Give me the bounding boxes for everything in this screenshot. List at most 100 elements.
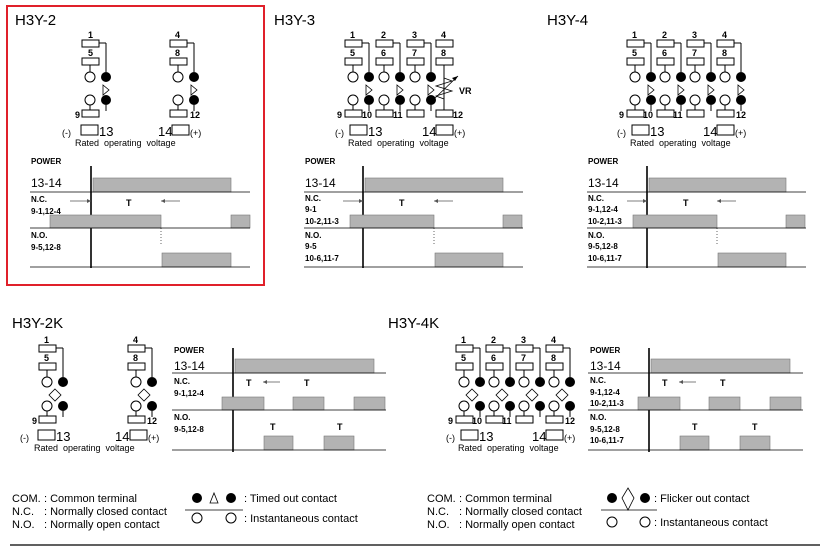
pin-label: 9: [448, 416, 453, 426]
model-h3y2k: H3Y-2K 1 5 9 4 8 12 (-) 13: [12, 315, 386, 453]
vr-label: VR: [459, 86, 472, 96]
wiring-block: 1 5 9 2 6 1: [335, 30, 472, 148]
model-h3y4k: H3Y-4K 1 5 9 2 6: [388, 315, 803, 453]
model-h3y4: H3Y-4 1 5 9 2 6: [547, 12, 806, 268]
model-title: H3Y-3: [274, 12, 315, 29]
no-label: N.O.: [588, 231, 604, 240]
power-row-label: 13-14: [590, 359, 621, 373]
terminal-minus: (-): [617, 128, 626, 138]
timer-t-label: T: [399, 198, 405, 208]
nc-label: N.C.: [305, 194, 321, 203]
pin-label: 11: [502, 416, 512, 426]
no-pins: 10-6,11-7: [305, 254, 339, 263]
terminal-14: 14: [703, 124, 717, 139]
terminal-plus: (+): [454, 128, 465, 138]
no-pins: 10-6,11-7: [588, 254, 622, 263]
terminal-13: 13: [56, 429, 70, 444]
nc-pins: 9-1,12-4: [31, 207, 61, 216]
power-row-label: 13-14: [305, 176, 336, 190]
pin-label: 5: [632, 48, 637, 58]
no-label: N.O.: [590, 413, 606, 422]
terminal-box: [169, 109, 188, 118]
timer-t-label: T: [337, 422, 343, 432]
power-label: POWER: [174, 346, 204, 355]
pin-label: 5: [350, 48, 355, 58]
pin-label: 2: [662, 30, 667, 40]
legend-value: : Normally closed contact: [44, 506, 167, 518]
timing-chart: POWER 13-14 N.C. 9-1,12-4 10-2,11-3 N.O.…: [587, 157, 806, 268]
nc-pins: 10-2,11-3: [590, 399, 624, 408]
model-title: H3Y-2K: [12, 315, 63, 332]
power-on-bar: [650, 358, 791, 374]
model-title: H3Y-4K: [388, 315, 439, 332]
legend-value: : Normally open contact: [459, 519, 575, 531]
pin-label: 9: [75, 110, 80, 120]
model-title: H3Y-4: [547, 12, 588, 29]
terminal-box: [80, 124, 99, 136]
no-label: N.O.: [174, 413, 190, 422]
pin-label: 7: [521, 353, 526, 363]
pin-label: 6: [662, 48, 667, 58]
legend-key: N.O.: [12, 519, 35, 531]
nc-pins: 10-2,11-3: [588, 217, 622, 226]
no-label: N.O.: [305, 231, 321, 240]
nc-on-bar: [349, 214, 435, 229]
power-label: POWER: [588, 157, 618, 166]
voltage-label: Rated operating voltage: [458, 443, 559, 453]
terminal-box: [81, 109, 100, 118]
pin-label: 12: [736, 110, 746, 120]
pin-label: 12: [147, 416, 157, 426]
power-row-label: 13-14: [588, 176, 619, 190]
pin-label: 2: [381, 30, 386, 40]
no-pins: 9-5,12-8: [31, 243, 61, 252]
wiring-block: 1 5 9 4 8 12 (-) 13 14: [20, 335, 159, 453]
pin-label: 1: [88, 30, 93, 40]
pin-label: 1: [44, 335, 49, 345]
timing-chart: POWER 13-14 N.C. 9-1,12-4 N.O. 9-5,12-8 …: [172, 346, 386, 452]
pin-label: 10: [472, 416, 482, 426]
no-on-bar: [739, 435, 771, 451]
pin-label: 8: [441, 48, 446, 58]
power-label: POWER: [31, 157, 61, 166]
nc-pins: 9-1: [305, 205, 317, 214]
timer-t-label: T: [720, 378, 726, 388]
pin-label: 8: [722, 48, 727, 58]
voltage-label: Rated operating voltage: [348, 138, 449, 148]
instantaneous-contact-icon: [191, 512, 203, 524]
power-row-label: 13-14: [31, 176, 62, 190]
nc-label: N.C.: [174, 377, 190, 386]
timing-chart: POWER 13-14 N.C. 9-1 10-2,11-3 N.O. 9-5 …: [304, 157, 523, 268]
legend-key: N.C.: [427, 506, 449, 518]
no-on-bar: [263, 435, 294, 451]
pin-label: 9: [32, 416, 37, 426]
legend-value: : Normally closed contact: [459, 506, 582, 518]
no-on-bar: [161, 252, 232, 268]
timer-t-label: T: [683, 198, 689, 208]
pin-label: 4: [722, 30, 727, 40]
pin-label: 6: [381, 48, 386, 58]
terminal-13: 13: [99, 124, 113, 139]
terminal-minus: (-): [62, 128, 71, 138]
terminal-minus: (-): [20, 433, 29, 443]
voltage-label: Rated operating voltage: [75, 138, 176, 148]
power-label: POWER: [590, 346, 620, 355]
no-on-bar: [323, 435, 355, 451]
nc-label: N.C.: [590, 376, 606, 385]
pin-label: 12: [565, 416, 575, 426]
pin-label: 4: [175, 30, 180, 40]
pin-label: 9: [337, 110, 342, 120]
nc-pins: 9-1,12-4: [588, 205, 618, 214]
timer-t-label: T: [304, 378, 310, 388]
terminal-14: 14: [532, 429, 546, 444]
power-on-bar: [648, 177, 787, 193]
pin-label: 3: [412, 30, 417, 40]
legend-value: : Common terminal: [459, 493, 552, 505]
pin-label: 2: [491, 335, 496, 345]
nc-pins: 10-2,11-3: [305, 217, 339, 226]
model-h3y3: H3Y-3 1 5 9 2 6: [274, 12, 523, 268]
power-on-bar: [364, 177, 504, 193]
timing-chart: POWER 13-14 N.C. 9-1,12-4 10-2,11-3 N.O.…: [588, 346, 803, 452]
terminal-13: 13: [650, 124, 664, 139]
terminal-plus: (+): [190, 128, 201, 138]
pin-label: 1: [632, 30, 637, 40]
